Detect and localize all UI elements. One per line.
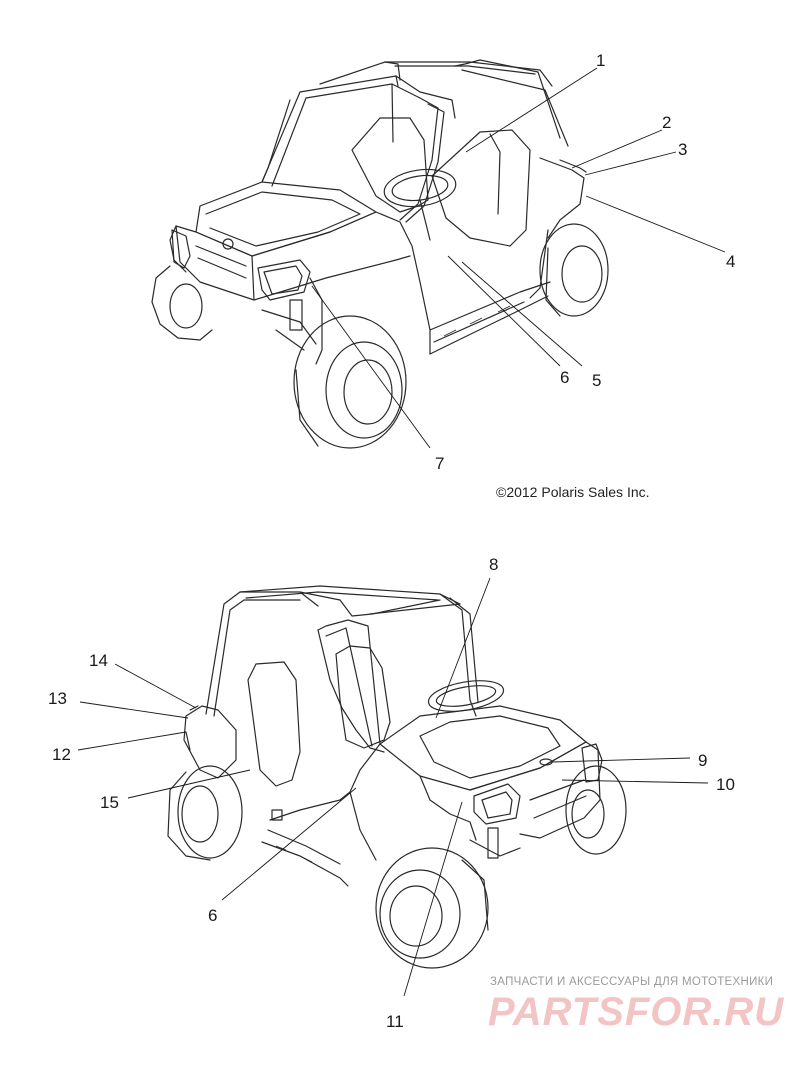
callouts-bottom: 8 14 13 12 9 10 15 6 11	[48, 555, 735, 1031]
callout-10: 10	[716, 775, 735, 794]
callout-7: 7	[435, 454, 444, 473]
callout-4: 4	[726, 252, 735, 271]
leader-lines-bottom	[77, 577, 709, 997]
callout-6-top: 6	[560, 368, 569, 387]
watermark-tagline: ЗАПЧАСТИ И АКСЕССУАРЫ ДЛЯ МОТОТЕХНИКИ	[490, 976, 774, 988]
callout-14: 14	[89, 651, 108, 670]
watermark-logo: PARTSFOR.RU	[488, 990, 785, 1034]
callout-5: 5	[592, 371, 601, 390]
callout-13: 13	[48, 689, 67, 708]
vehicle-bottom-view	[167, 585, 627, 969]
callout-2: 2	[662, 113, 671, 132]
copyright-notice: ©2012 Polaris Sales Inc.	[496, 484, 650, 500]
callout-9: 9	[698, 751, 707, 770]
callout-8: 8	[489, 555, 498, 574]
vehicle-top-view	[151, 59, 609, 449]
callout-3: 3	[678, 140, 687, 159]
callout-1: 1	[596, 51, 605, 70]
callouts-top: 1 2 3 4 6 5 7	[435, 51, 735, 473]
leader-lines-top	[311, 67, 726, 449]
callout-15: 15	[100, 793, 119, 812]
callout-11: 11	[386, 1012, 404, 1031]
callout-12: 12	[52, 745, 71, 764]
callout-6-bottom: 6	[208, 906, 217, 925]
